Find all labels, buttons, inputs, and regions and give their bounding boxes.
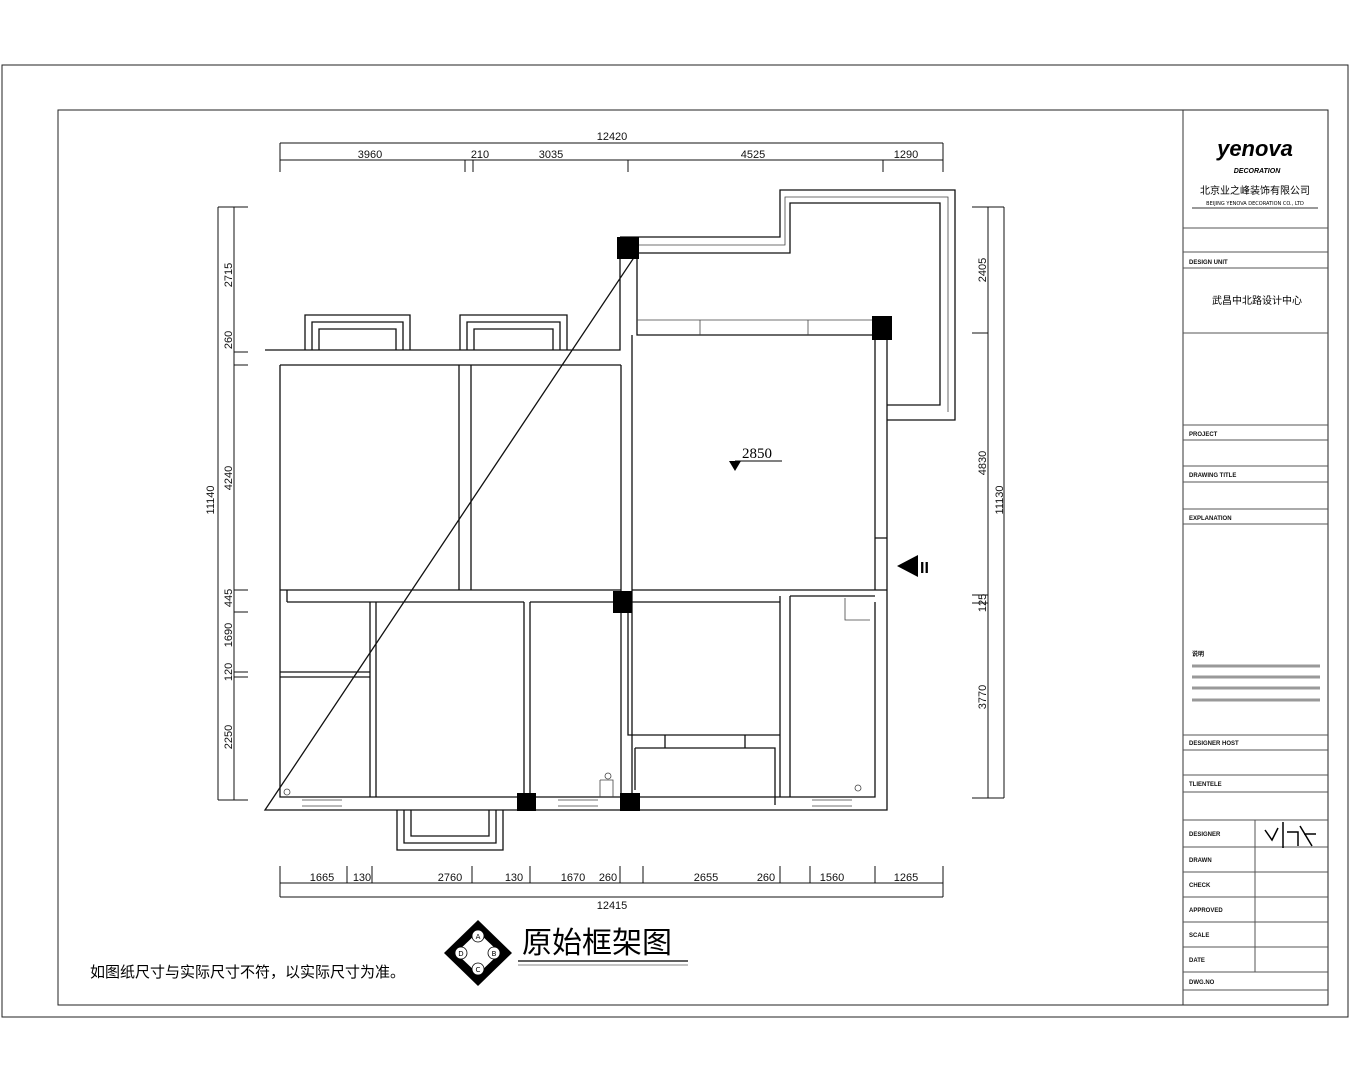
left-dimensions — [217, 206, 248, 801]
design-unit-label: DESIGN UNIT — [1189, 260, 1228, 266]
explanation-label: EXPLANATION — [1189, 516, 1232, 522]
designer-host-label: DESIGNER HOST — [1189, 741, 1239, 747]
elevation-value: 2850 — [742, 446, 772, 462]
dimension-label: 1665 — [310, 872, 334, 884]
dimension-label: 4240 — [223, 466, 235, 490]
dimension-label: 2655 — [694, 872, 718, 884]
project-label: PROJECT — [1189, 432, 1218, 438]
dimension-label: 445 — [223, 589, 235, 607]
dimension-label: 3960 — [358, 149, 382, 161]
dimension-label: 260 — [599, 872, 617, 884]
column — [620, 793, 640, 811]
dimension-label: 2250 — [223, 725, 235, 749]
drawing-title-label: DRAWING TITLE — [1189, 473, 1236, 479]
right-dimensions — [972, 206, 1005, 799]
check-label: CHECK — [1189, 883, 1211, 889]
dimension-label: 11140 — [205, 486, 217, 515]
dimension-label: 2405 — [977, 258, 989, 282]
dimension-label: 260 — [757, 872, 775, 884]
section-marker: II — [897, 555, 929, 577]
client-label: TLIENTELE — [1189, 782, 1222, 788]
left-dimension-labels: 2715 260 4240 445 120 1690 2250 11140 — [205, 263, 235, 749]
dimension-label: 1290 — [894, 149, 918, 161]
company-logo: yenova — [1216, 136, 1293, 161]
dimension-label: 1690 — [223, 623, 235, 647]
dimension-label: 130 — [353, 872, 371, 884]
dimension-label: 125 — [977, 594, 989, 612]
inner-frame — [57, 109, 1329, 1006]
section-label: II — [920, 560, 929, 577]
dimension-label: 4525 — [741, 149, 765, 161]
compass-label: D — [458, 950, 463, 958]
dimension-label: 3035 — [539, 149, 563, 161]
compass-label: C — [476, 966, 481, 974]
dimension-label: 1670 — [561, 872, 585, 884]
dimension-label: 12420 — [597, 131, 628, 143]
compass-label: A — [476, 933, 481, 941]
dimension-label: 1265 — [894, 872, 918, 884]
section-arrow-icon — [897, 555, 918, 577]
right-dimension-labels: 2405 4830 125 3770 11130 — [977, 258, 1006, 709]
dimension-label: 120 — [223, 663, 235, 681]
designer-label: DESIGNER — [1189, 832, 1221, 838]
dimension-label: 2760 — [438, 872, 462, 884]
elevation-triangle-icon — [729, 461, 741, 471]
dimension-label: 3770 — [977, 685, 989, 709]
dimension-label: 260 — [223, 331, 235, 349]
drawn-label: DRAWN — [1189, 858, 1212, 864]
scale-label: SCALE — [1189, 933, 1209, 939]
design-center-name: 武昌中北路设计中心 — [1212, 294, 1302, 307]
company-logo-sub: DECORATION — [1234, 168, 1281, 175]
dimension-label: 11130 — [994, 486, 1006, 515]
dimension-label: 2715 — [223, 263, 235, 287]
company-name-en: BEIJING YENOVA DECORATION CO., LTD — [1206, 201, 1304, 207]
dimension-label: 1560 — [820, 872, 844, 884]
outer-frame — [1, 64, 1349, 1018]
dimension-label: 130 — [505, 872, 523, 884]
column — [517, 793, 536, 811]
notes-heading: 说明 — [1192, 650, 1204, 658]
compass-symbol: A B C D — [444, 920, 512, 986]
drawing-note: 如图纸尺寸与实际尺寸不符，以实际尺寸为准。 — [90, 963, 405, 981]
column — [613, 591, 632, 613]
dimension-label: 12415 — [597, 900, 628, 912]
bottom-dimensions — [279, 866, 944, 898]
drawing-number-label: DWG.NO — [1189, 980, 1215, 986]
designer-signature — [1264, 822, 1316, 848]
notes-text-lines — [1192, 664, 1320, 702]
walls — [263, 189, 956, 851]
date-label: DATE — [1189, 958, 1205, 964]
company-name: 北京业之峰装饰有限公司 — [1200, 184, 1310, 197]
column — [872, 316, 892, 340]
title-block: yenova DECORATION 北京业之峰装饰有限公司 BEIJING YE… — [1182, 110, 1328, 1005]
top-dimensions — [279, 142, 944, 172]
elevation-mark: 2850 — [729, 446, 782, 471]
dimension-label: 210 — [471, 149, 489, 161]
drawing-title: 原始框架图 — [522, 926, 672, 961]
column — [617, 237, 639, 259]
compass-label: B — [492, 950, 497, 958]
approved-label: APPROVED — [1189, 908, 1223, 914]
dimension-label: 4830 — [977, 451, 989, 475]
